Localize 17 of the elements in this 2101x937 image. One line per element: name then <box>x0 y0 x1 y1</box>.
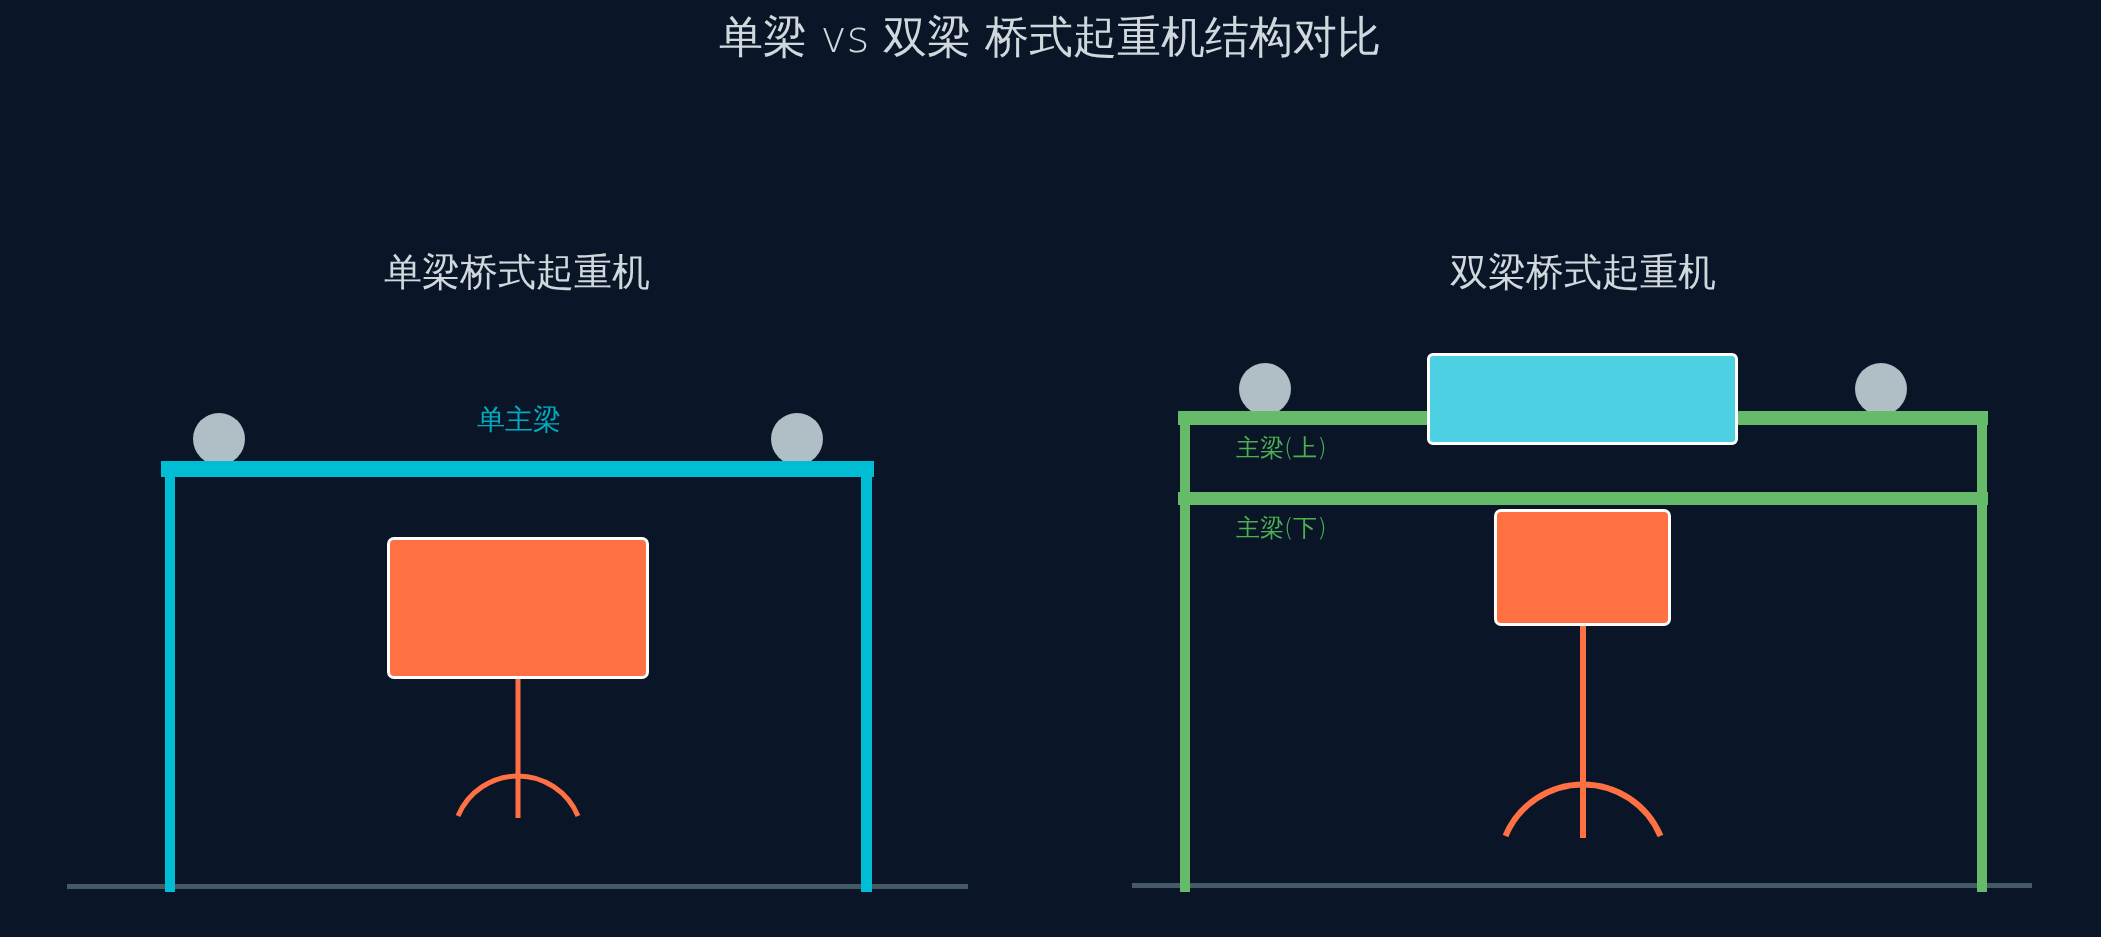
beam-label: 单主梁 <box>477 403 561 437</box>
section-title: 双梁桥式起重机 <box>1450 251 1716 295</box>
girder-beam <box>161 461 874 477</box>
hook-icon <box>1502 781 1664 838</box>
hook-icon <box>455 773 581 818</box>
title: 单梁 vs 双梁 桥式起重机结构对比 <box>718 11 1382 63</box>
trolley-box <box>1427 353 1738 445</box>
section-title: 单梁桥式起重机 <box>384 251 650 295</box>
rope-line <box>515 679 521 818</box>
girder-beam <box>1178 492 1988 505</box>
rope-line <box>1580 626 1586 838</box>
girder-beam <box>1178 411 1427 425</box>
beam-label: 主梁(上) <box>1236 435 1327 463</box>
hoist-box <box>387 537 649 679</box>
hoist-box <box>1494 509 1671 626</box>
beam-label: 主梁(下) <box>1236 515 1327 543</box>
girder-beam <box>1738 411 1988 425</box>
